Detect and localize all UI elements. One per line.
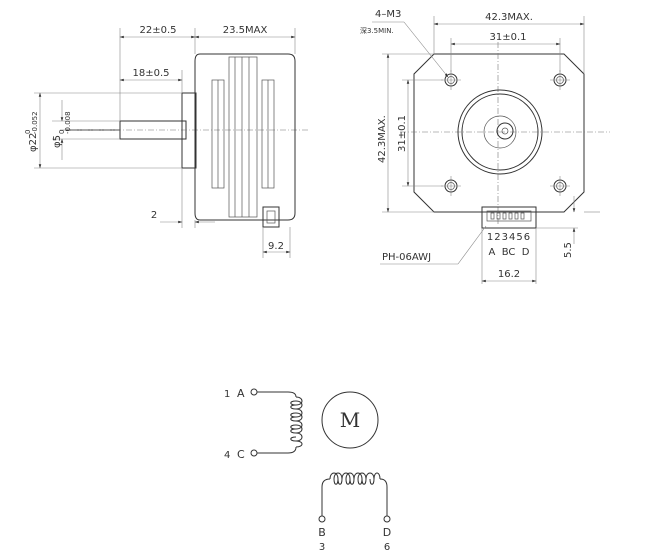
connector-width-front-label: 16.2 bbox=[498, 269, 520, 280]
motor-body bbox=[194, 53, 296, 221]
connector-height-dimension: 5.5 bbox=[563, 196, 576, 258]
front-connector bbox=[481, 206, 537, 229]
connector-width-dimension: 9.2 bbox=[262, 241, 291, 254]
overall-height-dimension: 42.3MAX. bbox=[377, 53, 390, 213]
boss-height-label: 2 bbox=[151, 210, 157, 221]
hole-spacing-v-dimension: 31±0.1 bbox=[397, 79, 410, 187]
boss-diameter-tolerance-top: 0 bbox=[24, 130, 32, 134]
coil-horizontal bbox=[329, 472, 381, 485]
flat-length-dimension: 18±0.5 bbox=[119, 68, 183, 82]
shaft-length-label: 22±0.5 bbox=[139, 25, 176, 36]
boss-diameter-tolerance: -0.052 bbox=[31, 111, 39, 134]
terminal-6-d: D 6 bbox=[379, 478, 391, 553]
flat-length-label: 18±0.5 bbox=[132, 68, 169, 79]
hole-spacing-v-label: 31±0.1 bbox=[397, 115, 408, 152]
shaft-length-dimension: 22±0.5 bbox=[119, 25, 196, 39]
overall-width-label: 42.3MAX. bbox=[485, 12, 533, 23]
shaft-diameter-dimension: φ5 0 -0.008 bbox=[52, 100, 72, 160]
front-boss bbox=[181, 92, 197, 169]
terminal-3-letter: B bbox=[318, 526, 326, 539]
body-length-label: 23.5MAX bbox=[223, 25, 268, 36]
terminal-1-a: 1 A bbox=[224, 387, 297, 400]
terminal-4-number: 4 bbox=[224, 450, 230, 461]
connector-model-callout: PH-06AWJ bbox=[380, 225, 487, 265]
shaft-diameter-tolerance-top: 0 bbox=[58, 130, 66, 134]
connector-height-label: 5.5 bbox=[563, 242, 574, 258]
connector-model-label: PH-06AWJ bbox=[382, 252, 431, 263]
motor-symbol: M bbox=[321, 391, 379, 449]
screw-callout: 4–M3 深3.5MIN. bbox=[360, 9, 449, 78]
screw-thread-label: 4–M3 bbox=[375, 9, 401, 20]
rotor-circles bbox=[457, 89, 543, 175]
shaft-diameter-tolerance: -0.008 bbox=[64, 111, 72, 134]
front-view: 42.3MAX. 31±0.1 42.3MAX. 31±0.1 4–M3 深3.… bbox=[360, 9, 610, 284]
body-length-dimension: 23.5MAX bbox=[194, 25, 296, 39]
terminal-1-letter: A bbox=[237, 387, 245, 400]
terminal-4-letter: C bbox=[237, 448, 245, 461]
pin-number-label: 123456 bbox=[487, 232, 531, 243]
terminal-4-c: 4 C bbox=[224, 446, 297, 461]
terminal-1-number: 1 bbox=[224, 389, 230, 400]
overall-height-label: 42.3MAX. bbox=[377, 115, 388, 163]
wiring-schematic: 1 A 4 C M B 3 D bbox=[224, 387, 391, 553]
boss-diameter-dimension: φ22 0 -0.052 bbox=[24, 92, 42, 169]
terminal-6-number: 6 bbox=[384, 542, 390, 553]
side-view: 22±0.5 23.5MAX 18±0.5 φ22 0 -0.052 φ5 0 … bbox=[24, 25, 310, 258]
rear-connector bbox=[262, 206, 280, 228]
shaft bbox=[60, 120, 310, 140]
boss-height-dimension: 2 bbox=[151, 210, 215, 224]
mounting-holes bbox=[441, 70, 570, 196]
overall-width-dimension: 42.3MAX. bbox=[433, 12, 585, 26]
hole-spacing-h-label: 31±0.1 bbox=[489, 32, 526, 43]
motor-label: M bbox=[340, 408, 360, 432]
pin-phase-label: A BC D bbox=[489, 247, 530, 258]
shaft-diameter-label: φ5 bbox=[52, 135, 63, 148]
flange-outline bbox=[413, 53, 585, 213]
hole-spacing-h-dimension: 31±0.1 bbox=[450, 32, 561, 46]
terminal-6-letter: D bbox=[383, 526, 391, 539]
terminal-3-number: 3 bbox=[319, 542, 325, 553]
terminal-3-b: B 3 bbox=[318, 478, 331, 553]
connector-width-label: 9.2 bbox=[268, 241, 284, 252]
boss-diameter-label: φ22 bbox=[28, 133, 39, 152]
connector-width-dimension-front: 16.2 bbox=[481, 269, 537, 283]
screw-depth-label: 深3.5MIN. bbox=[360, 26, 394, 35]
coil-vertical bbox=[290, 396, 303, 448]
